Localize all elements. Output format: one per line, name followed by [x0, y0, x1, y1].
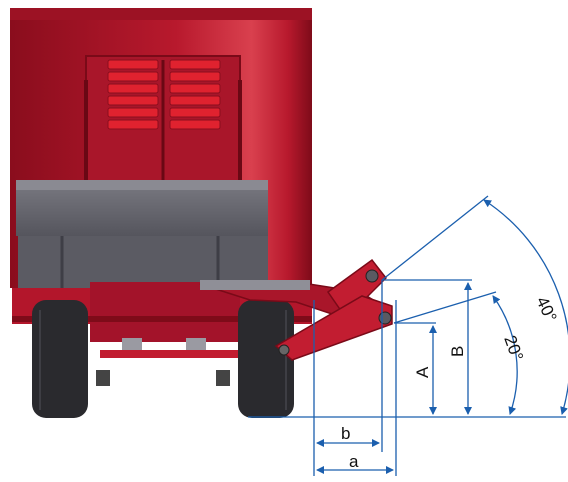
dim-a-label: a — [349, 452, 359, 471]
tank-rim — [10, 8, 312, 20]
vent-louvres — [107, 59, 221, 130]
dimension-lines — [248, 195, 568, 476]
trailer-illustration — [10, 8, 393, 418]
angle-20-label: 20° — [500, 333, 527, 364]
angle-40-arc — [483, 199, 568, 415]
right-tire — [238, 300, 294, 418]
dim-B-label: B — [448, 346, 467, 357]
angle-40-ray — [381, 195, 489, 281]
angle-20-ray — [393, 291, 497, 324]
dim-b-label: b — [341, 424, 350, 443]
angle-20-arc — [492, 295, 518, 415]
dim-A-label: A — [413, 366, 432, 378]
hitch-pin-lower — [378, 311, 392, 325]
angle-40-label: 40° — [532, 294, 560, 325]
hitch-pin-upper — [365, 269, 379, 283]
hitch-lower-arm — [274, 295, 393, 361]
left-tire — [32, 300, 88, 418]
